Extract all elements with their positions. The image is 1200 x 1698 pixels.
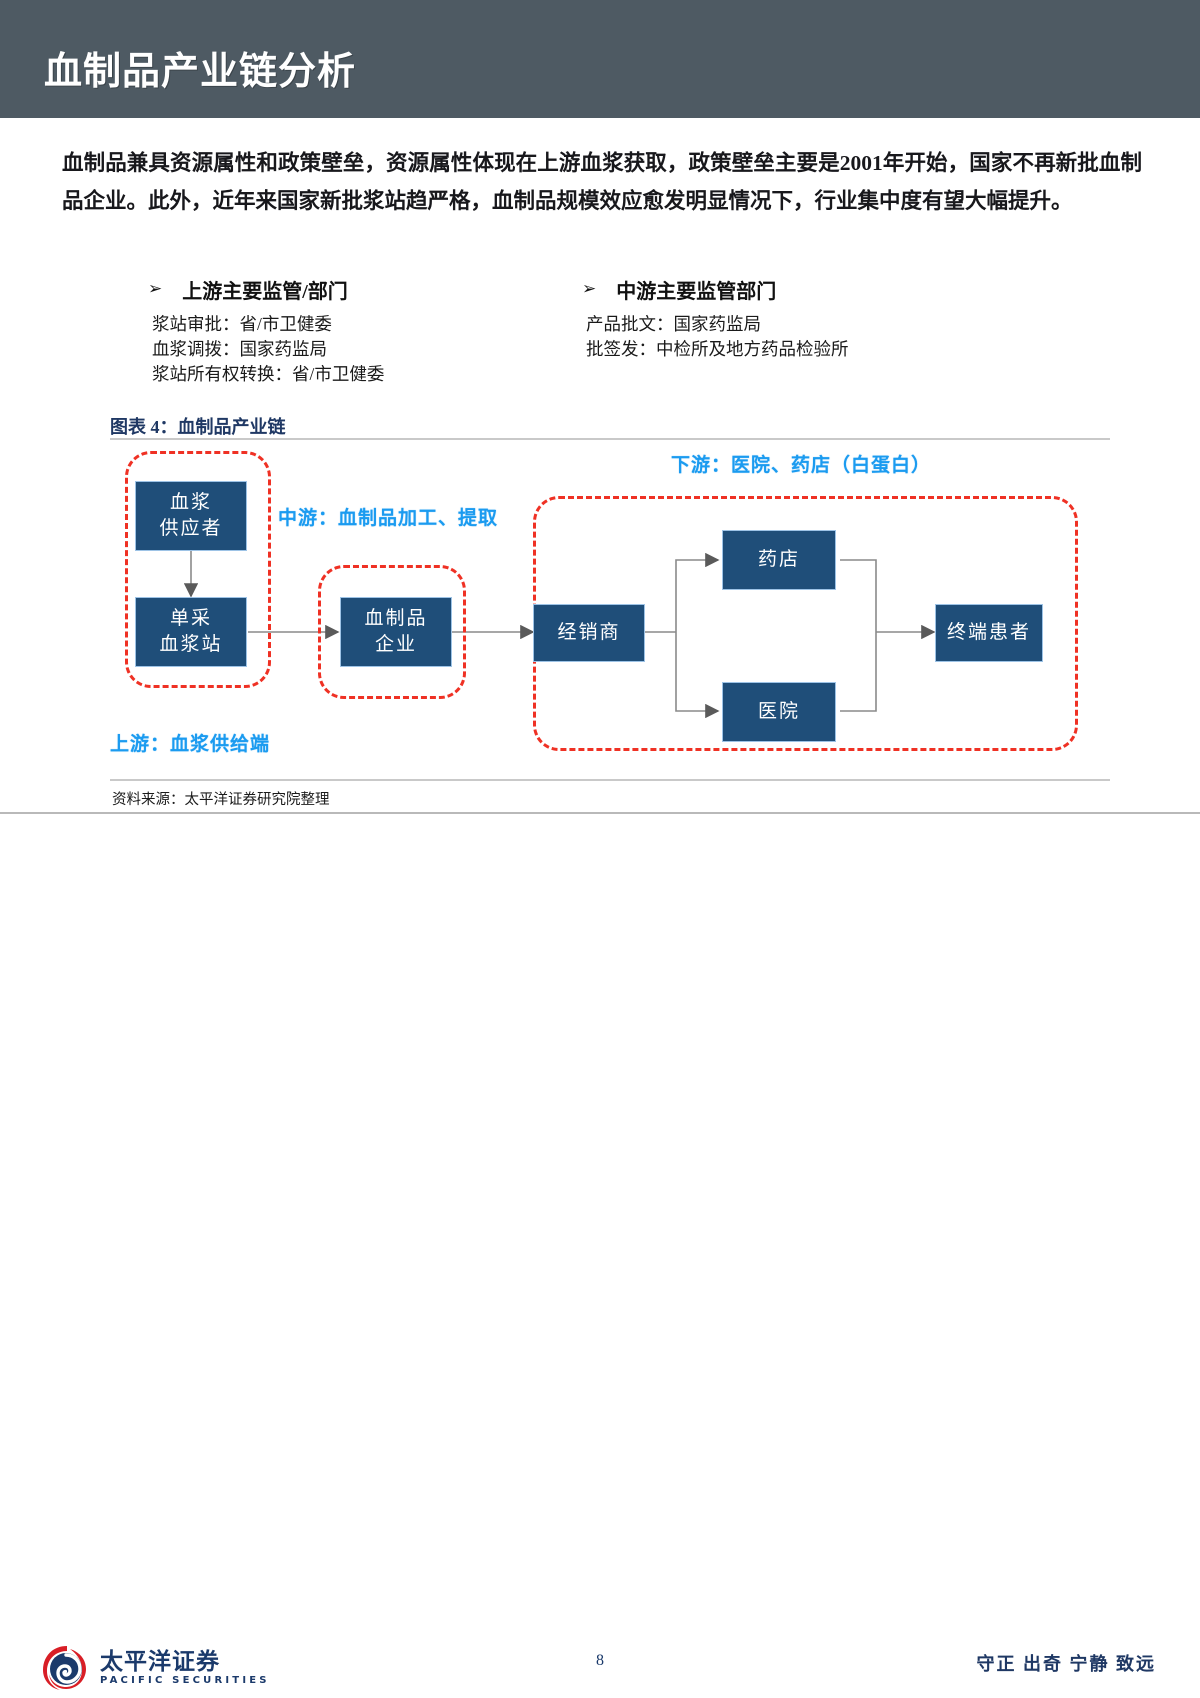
regulator-blocks: ➢ 上游主要监管/部门 浆站审批：省/市卫健委 血浆调拨：国家药监局 浆站所有权… bbox=[0, 275, 1200, 390]
node-plasma-supplier: 血浆 供应者 bbox=[135, 481, 247, 551]
list-item: 血浆调拨：国家药监局 bbox=[152, 339, 327, 359]
midstream-regulators-block: ➢ 中游主要监管部门 产品批文：国家药监局 批签发：中检所及地方药品检验所 bbox=[582, 275, 1022, 362]
node-plasma-station: 单采 血浆站 bbox=[135, 597, 247, 667]
list-item: 产品批文：国家药监局 bbox=[586, 314, 761, 334]
industry-chain-diagram: 上游：血浆供给端 中游：血制品加工、提取 下游：医院、药店（白蛋白） 血浆 供应… bbox=[110, 451, 1078, 755]
list-item: 浆站审批：省/市卫健委 bbox=[152, 314, 332, 334]
midstream-regulators-heading-text: 中游主要监管部门 bbox=[616, 281, 777, 303]
upstream-regulators-heading-text: 上游主要监管/部门 bbox=[182, 281, 348, 303]
page-title: 血制品产业链分析 bbox=[44, 49, 357, 93]
arrow-bullet-icon: ➢ bbox=[582, 279, 597, 299]
zone-label-midstream: 中游：血制品加工、提取 bbox=[278, 508, 499, 529]
brand-name-en: PACIFIC SECURITIES bbox=[100, 1675, 270, 1686]
figure-title: 图表 4：血制品产业链 bbox=[110, 417, 286, 437]
node-label: 单采 血浆站 bbox=[159, 608, 223, 655]
figure-connectors bbox=[183, 551, 936, 719]
zone-label-upstream: 上游：血浆供给端 bbox=[110, 734, 271, 755]
midstream-regulators-heading: ➢ 中游主要监管部门 bbox=[582, 275, 1022, 304]
upstream-zone-box bbox=[125, 451, 271, 688]
header-bar bbox=[0, 0, 1200, 118]
node-label: 终端患者 bbox=[946, 622, 1031, 643]
list-item: 批签发：中检所及地方药品检验所 bbox=[586, 339, 849, 359]
midstream-regulators-lines: 产品批文：国家药监局 批签发：中检所及地方药品检验所 bbox=[586, 312, 1022, 362]
list-item: 浆站所有权转换：省/市卫健委 bbox=[152, 364, 385, 384]
arrow-bullet-icon: ➢ bbox=[148, 279, 163, 299]
footer-divider bbox=[0, 812, 1200, 814]
node-label: 血浆 供应者 bbox=[159, 492, 223, 539]
node-distributor: 经销商 bbox=[533, 604, 645, 662]
node-label: 血制品 企业 bbox=[364, 608, 428, 655]
node-label: 经销商 bbox=[557, 622, 621, 643]
figure-bottom-divider bbox=[110, 779, 1110, 781]
node-label: 医院 bbox=[757, 701, 800, 722]
zone-label-downstream: 下游：医院、药店（白蛋白） bbox=[671, 455, 932, 476]
node-end-patient: 终端患者 bbox=[935, 604, 1043, 662]
footer-tagline: 守正 出奇 宁静 致远 bbox=[976, 1654, 1156, 1674]
upstream-regulators-heading: ➢ 上游主要监管/部门 bbox=[148, 275, 568, 304]
node-pharmacy: 药店 bbox=[722, 530, 836, 590]
intro-paragraph: 血制品兼具资源属性和政策壁垒，资源属性体现在上游血浆获取，政策壁垒主要是2001… bbox=[62, 151, 1142, 213]
figure-top-divider bbox=[110, 438, 1110, 440]
node-blood-enterprise: 血制品 企业 bbox=[340, 597, 452, 667]
footer: 太平洋证券 PACIFIC SECURITIES 8 守正 出奇 宁静 致远 bbox=[0, 814, 1200, 1690]
node-hospital: 医院 bbox=[722, 682, 836, 742]
upstream-regulators-lines: 浆站审批：省/市卫健委 血浆调拨：国家药监局 浆站所有权转换：省/市卫健委 bbox=[152, 312, 568, 387]
figure-source-note: 资料来源：太平洋证券研究院整理 bbox=[112, 792, 330, 808]
node-label: 药店 bbox=[757, 549, 800, 570]
upstream-regulators-block: ➢ 上游主要监管/部门 浆站审批：省/市卫健委 血浆调拨：国家药监局 浆站所有权… bbox=[148, 275, 568, 387]
midstream-zone-box bbox=[318, 565, 466, 699]
